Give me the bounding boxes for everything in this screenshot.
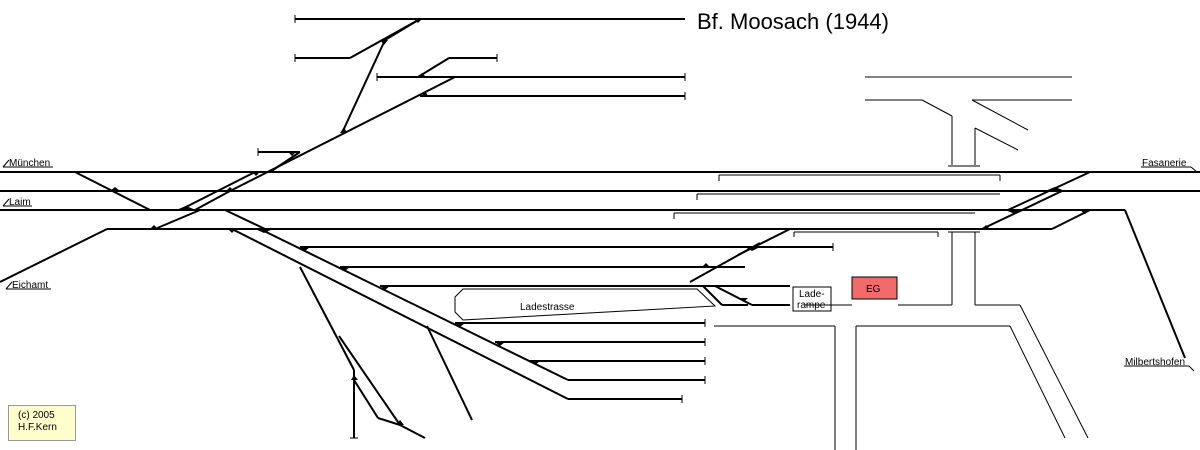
track-end-stops — [257, 15, 834, 439]
label-ladestrasse: Ladestrasse — [520, 302, 575, 313]
streets — [714, 76, 1089, 450]
station-building — [851, 276, 898, 300]
ladestrasse-outline — [454, 288, 717, 321]
switch-markers — [110, 19, 1090, 425]
label-laderampe-line2: rampe — [797, 300, 826, 311]
direction-laim: Laim — [9, 197, 31, 208]
copyright-line1: (c) 2005 — [18, 410, 55, 421]
main-tracks — [0, 171, 1200, 359]
diagram-title: Bf. Moosach (1944) — [697, 9, 889, 34]
left-crossovers — [74, 171, 266, 230]
direction-eichamt: Eichamt — [12, 280, 48, 291]
label-laderampe-line1: Lade- — [799, 289, 825, 300]
copyright-line2: H.F.Kern — [18, 422, 57, 433]
direction-labels: München Laim Eichamt Fasanerie Milbertsh… — [2, 158, 1198, 372]
copyright-box: (c) 2005 H.F.Kern — [8, 405, 76, 441]
upper-yard-tracks — [229, 18, 685, 192]
laderampe-outline — [792, 286, 832, 312]
lower-yard-tracks — [231, 228, 833, 439]
label-station-building: EG — [866, 284, 881, 295]
direction-fasanerie: Fasanerie — [1142, 158, 1187, 169]
right-crossovers — [673, 171, 1091, 237]
direction-muenchen: München — [9, 158, 50, 169]
direction-milbertshofen: Milbertshofen — [1125, 357, 1185, 368]
